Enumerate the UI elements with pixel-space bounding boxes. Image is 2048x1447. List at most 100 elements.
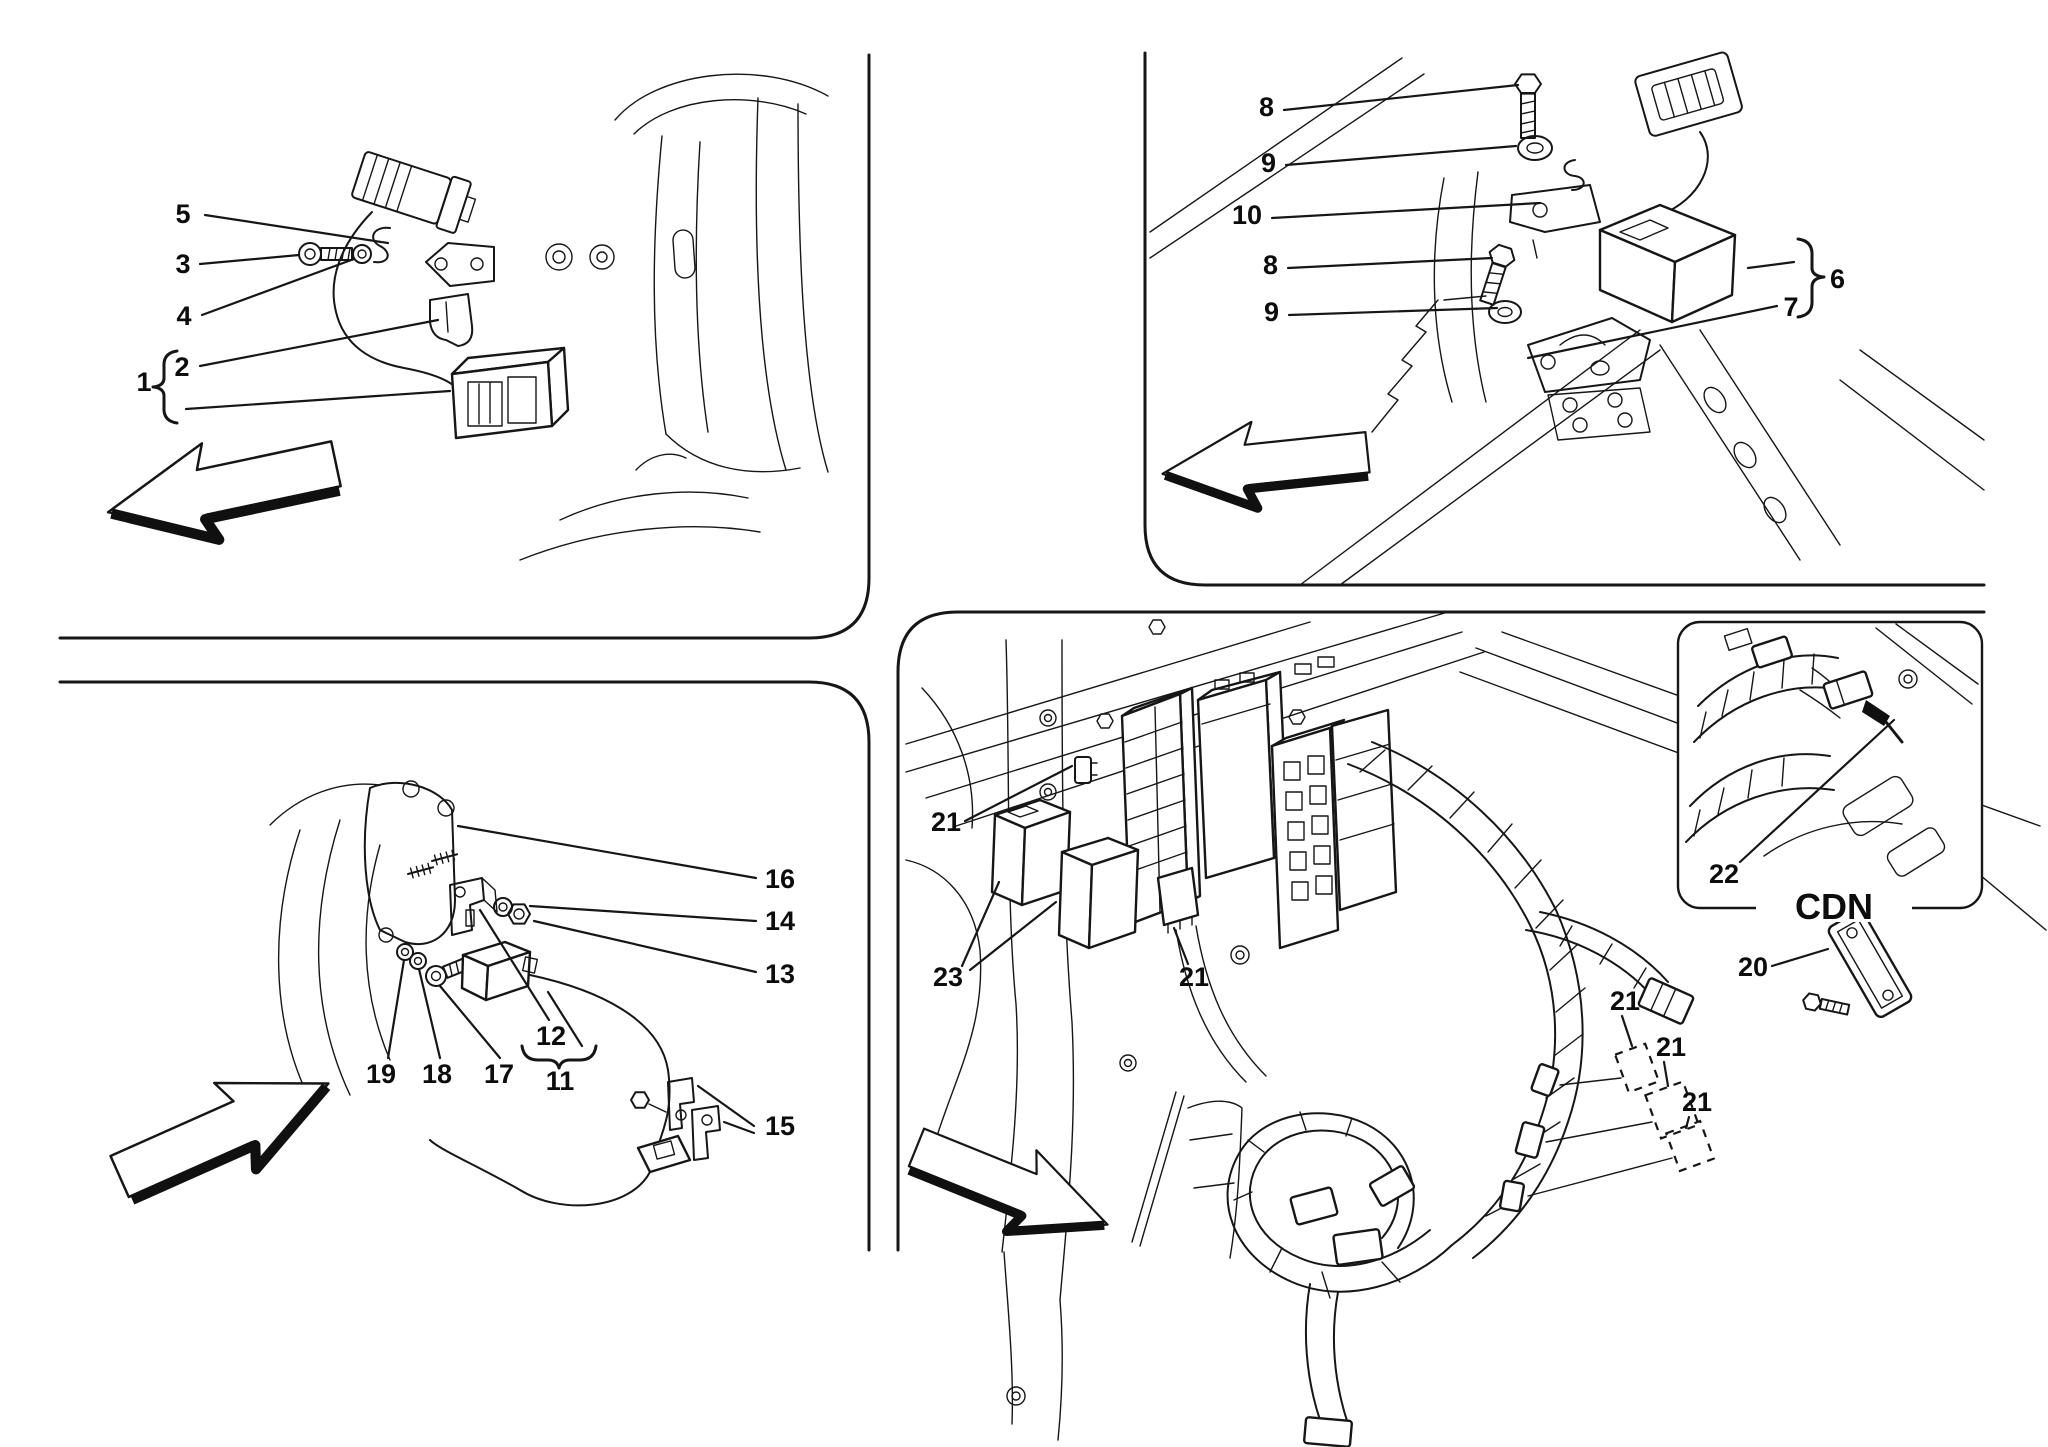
direction-arrow <box>106 440 342 545</box>
connector-outline-dashed <box>1613 1042 1661 1094</box>
wiring-harness <box>1175 741 1695 1447</box>
callout-21-clip: 21 <box>931 807 961 837</box>
bolt-8-bottom <box>1479 243 1516 306</box>
washer-18 <box>409 952 427 970</box>
panel-border-bottom-right <box>896 610 1986 1252</box>
callout-15: 15 <box>765 1111 795 1141</box>
leader-23b <box>968 900 1058 972</box>
sensor-cable <box>529 974 671 1141</box>
leader-3 <box>198 253 301 266</box>
leader-21-clip <box>963 764 1074 823</box>
harness-connector <box>1634 51 1743 137</box>
callout-8-top: 8 <box>1259 92 1274 122</box>
leader-8-bottom <box>1286 256 1494 270</box>
direction-arrow <box>109 1081 331 1205</box>
engine-bay-art <box>905 611 2047 1441</box>
leader-21-relay <box>1172 926 1190 966</box>
callout-20: 20 <box>1738 952 1768 982</box>
cable-clip-5 <box>372 226 391 264</box>
callout-23: 23 <box>933 962 963 992</box>
callout-3: 3 <box>175 249 190 279</box>
wheel-arch-art <box>269 783 391 1101</box>
leader-4 <box>200 257 356 317</box>
leader-15a <box>696 1084 756 1128</box>
leader-17 <box>438 984 502 1060</box>
leader-21-c2 <box>1527 1157 1673 1197</box>
connector-assembly-1 <box>450 346 570 440</box>
callout-19: 19 <box>366 1059 396 1089</box>
leader-21-c <box>1684 1115 1691 1130</box>
panel-border-top-right <box>1143 51 1986 587</box>
underbrace-11 <box>520 1044 598 1070</box>
nut-13 <box>507 903 531 925</box>
fuse-block <box>1270 656 1346 950</box>
callout-21-conn-c: 21 <box>1682 1087 1712 1117</box>
washer-4 <box>352 244 372 264</box>
washer-9-top <box>1517 135 1553 161</box>
cdn-caption: CDN <box>1795 886 1873 927</box>
callout-21-relay: 21 <box>1179 962 1209 992</box>
chassis-pillar-art <box>519 73 829 561</box>
chassis-frame-art <box>1149 57 1985 586</box>
brace-6 <box>1796 237 1826 319</box>
panel-bottom-right: 21 23 21 20 21 21 21 <box>905 611 2047 1447</box>
sensor-cable <box>429 1139 651 1207</box>
retainer-brackets-15 <box>630 1077 721 1161</box>
callout-11: 11 <box>546 1066 575 1096</box>
fuse-block-rear <box>1330 708 1398 912</box>
cdn-inset-art <box>1685 623 1979 877</box>
panel-borders <box>58 51 1986 1252</box>
panel-top-right: 8 9 10 8 9 6 7 <box>1149 51 1985 586</box>
leader-10 <box>1270 201 1542 220</box>
leader-9-bottom <box>1287 306 1499 317</box>
bolt-20 <box>1802 992 1851 1016</box>
callout-9-bottom: 9 <box>1264 297 1279 327</box>
inline-connector <box>636 1134 692 1174</box>
leader-19 <box>386 958 406 1060</box>
direction-arrow <box>1161 420 1371 513</box>
connector-outline-dashed <box>1643 1080 1701 1140</box>
panel-top-left: 5 3 4 2 1 <box>106 73 829 561</box>
leader-16 <box>456 824 758 880</box>
callout-16: 16 <box>765 864 795 894</box>
leader-6 <box>1746 260 1796 270</box>
fuse-clip-21 <box>1074 756 1098 784</box>
callout-21-conn-a: 21 <box>1610 986 1640 1016</box>
leader-15b <box>722 1120 756 1135</box>
leader-21-b <box>1662 1060 1670 1088</box>
washer-9-bottom <box>1488 300 1522 324</box>
callout-4: 4 <box>176 301 191 331</box>
leader-14 <box>528 904 758 923</box>
callout-10: 10 <box>1232 200 1262 230</box>
leader-7 <box>1526 304 1779 360</box>
panel-border-top-left <box>58 53 871 640</box>
leader-11 <box>546 990 584 1048</box>
leader-21-b2 <box>1545 1121 1653 1143</box>
leader-5 <box>203 213 390 245</box>
callout-13: 13 <box>765 959 795 989</box>
mounting-plate-16 <box>363 780 456 946</box>
leader-21-a2 <box>1559 1077 1622 1086</box>
callout-2: 2 <box>174 352 189 382</box>
relay-23-a <box>990 798 1072 907</box>
leader-20 <box>1770 947 1830 968</box>
bracket-10 <box>1509 159 1601 259</box>
cdn-inset: 22 CDN <box>1676 620 1984 927</box>
callout-8-bottom: 8 <box>1263 250 1278 280</box>
leader-13 <box>532 919 758 974</box>
leader-21-a <box>1620 1014 1634 1048</box>
relay-23-b <box>1057 836 1140 950</box>
callout-21-conn-b: 21 <box>1656 1032 1686 1062</box>
brace-1 <box>151 349 179 425</box>
bolt-8-top <box>1514 73 1542 139</box>
leader-8-top <box>1282 83 1520 112</box>
leader-18 <box>417 967 442 1060</box>
direction-arrow <box>907 1127 1109 1237</box>
caption-gap <box>1756 890 1912 922</box>
callout-7: 7 <box>1783 292 1798 322</box>
relay-21 <box>1156 866 1200 934</box>
panel-bottom-left: 16 14 13 19 18 17 12 11 15 <box>109 780 795 1207</box>
relay-6 <box>1598 203 1737 324</box>
